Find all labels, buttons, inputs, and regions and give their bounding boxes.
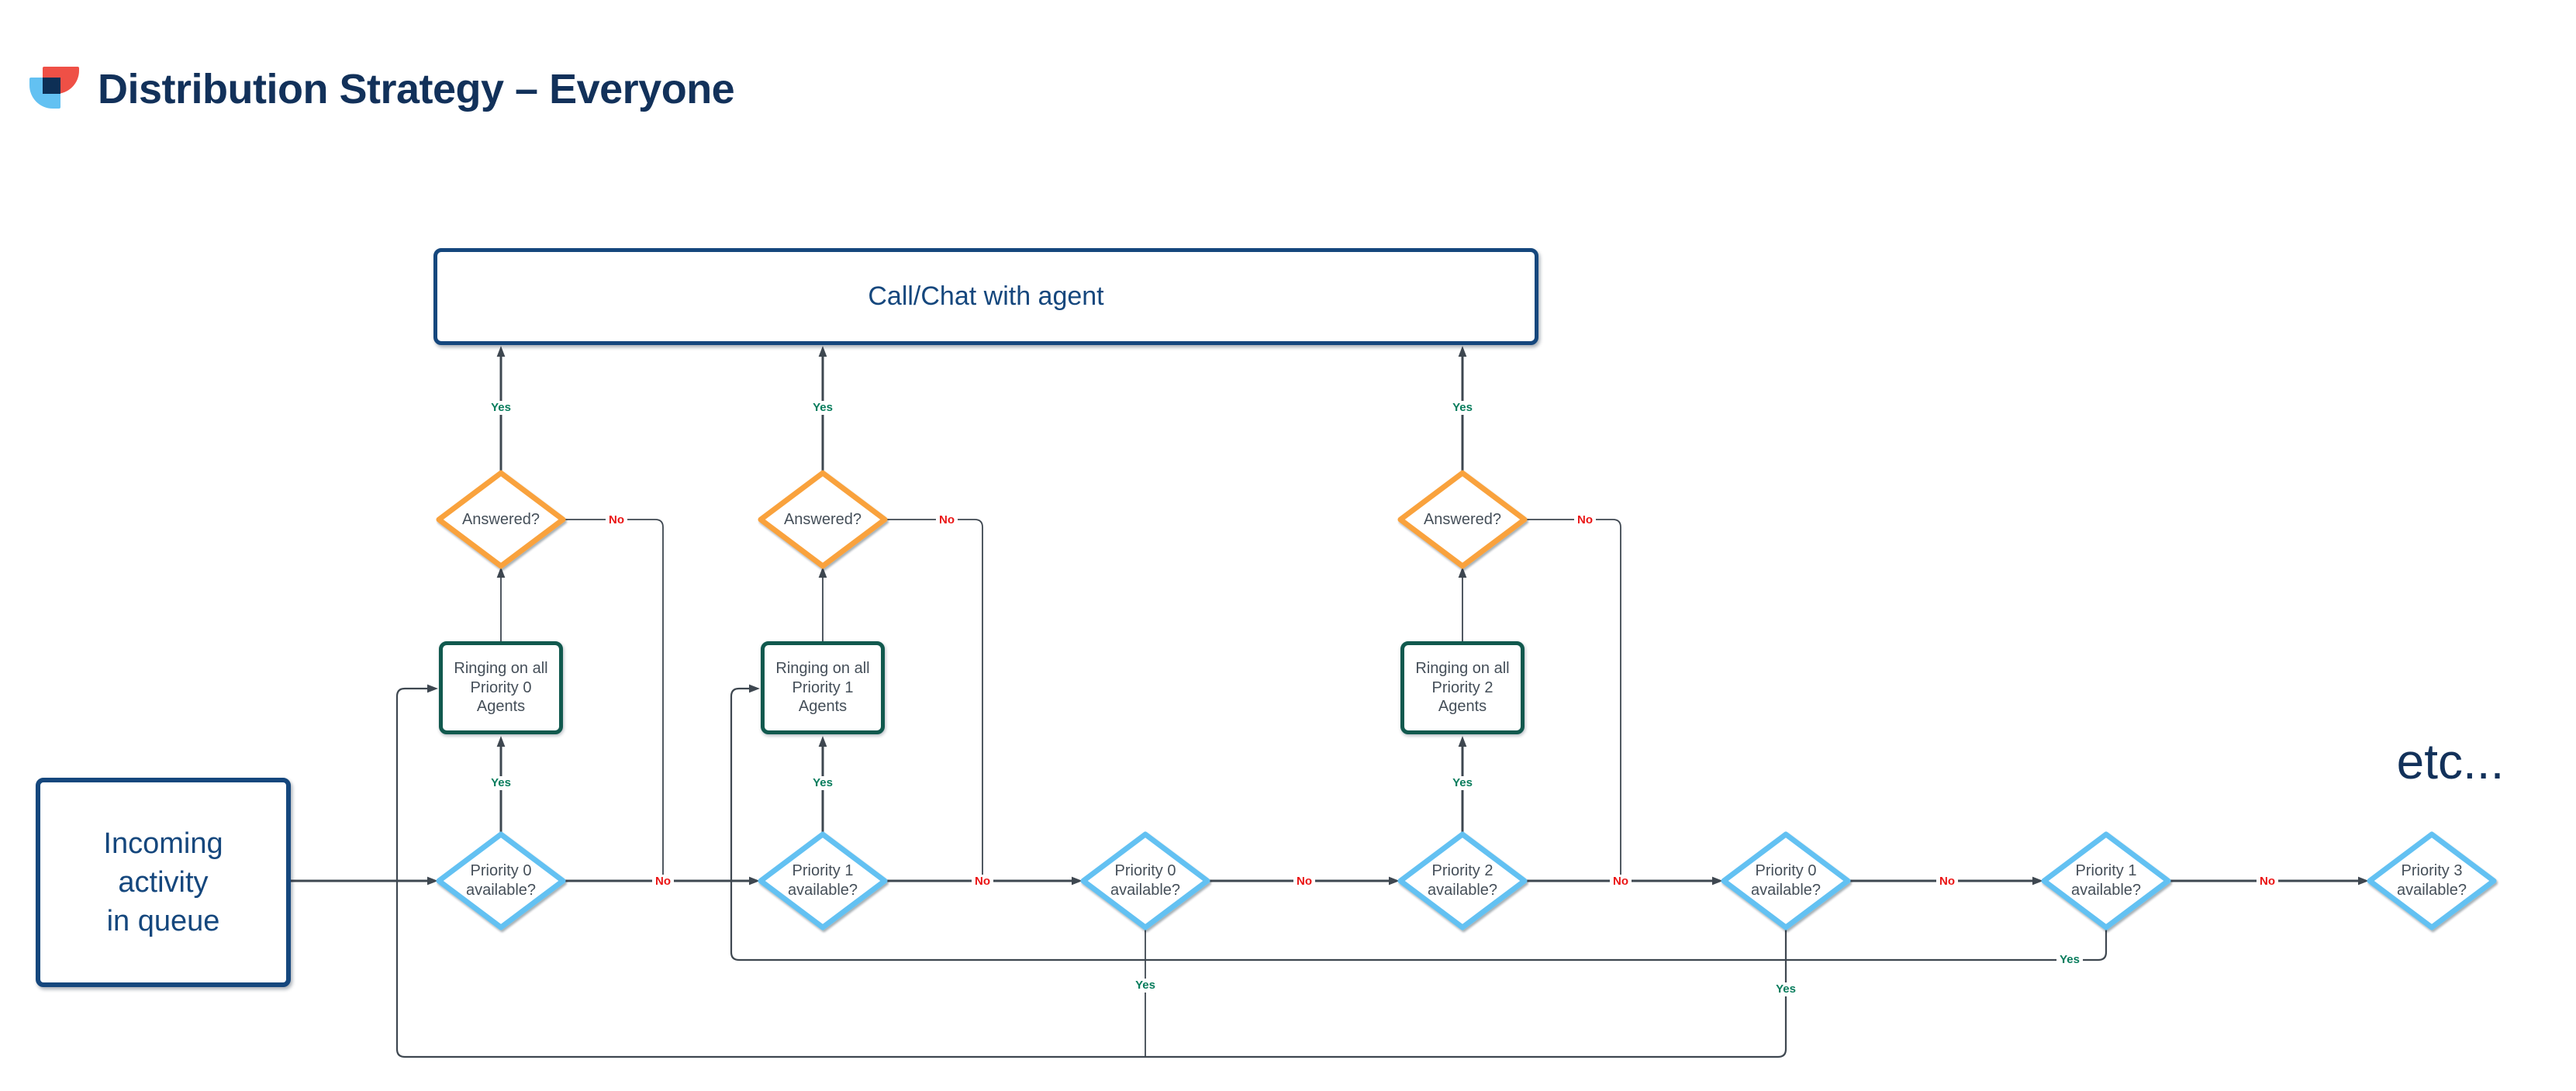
edge-label-yes-answered2: Yes — [810, 401, 836, 415]
edge-label-no-priority-f: No — [2257, 875, 2278, 889]
edge-label-yes-answered3: Yes — [1449, 401, 1476, 415]
edge-label-no-priority-b: No — [972, 875, 993, 889]
node-ringing-priority-0[interactable]: Ringing on all Priority 0 Agents — [439, 641, 563, 734]
decision-answered-2[interactable] — [758, 470, 888, 569]
node-label: Ringing on all Priority 1 Agents — [775, 660, 870, 716]
edge-label-no-priority-c: No — [1293, 875, 1315, 889]
decision-priority-1-available-1[interactable] — [758, 831, 888, 930]
node-incoming-activity[interactable]: Incoming activity in queue — [36, 778, 291, 987]
edge-label-yes-priority-a: Yes — [488, 776, 514, 790]
lucid-logo-icon[interactable] — [29, 67, 79, 110]
edge-label-no-answered3: No — [1574, 513, 1596, 527]
edge-label-no-priority-e: No — [1936, 875, 1958, 889]
edge-answered2-no-to-row[interactable] — [885, 519, 983, 879]
page-title: Distribution Strategy – Everyone — [98, 66, 735, 112]
decision-priority-0-available-2[interactable] — [1080, 831, 1210, 930]
node-label: Incoming activity in queue — [103, 827, 223, 938]
edge-priority-f-yes-loop-to-ring1[interactable] — [730, 684, 2108, 962]
edge-label-yes-priority-e: Yes — [1773, 982, 1799, 996]
node-ringing-priority-2[interactable]: Ringing on all Priority 2 Agents — [1400, 641, 1525, 734]
node-label: Ringing on all Priority 2 Agents — [1415, 660, 1510, 716]
edge-label-no-priority-a: No — [652, 875, 674, 889]
decision-priority-3-available[interactable] — [2367, 831, 2497, 930]
decision-answered-3[interactable] — [1397, 470, 1528, 569]
decision-priority-2-available[interactable] — [1397, 831, 1528, 930]
edge-label-yes-priority-f: Yes — [2056, 953, 2083, 967]
edge-label-no-priority-d: No — [1610, 875, 1632, 889]
decision-priority-1-available-2[interactable] — [2041, 831, 2171, 930]
node-ringing-priority-1[interactable]: Ringing on all Priority 1 Agents — [761, 641, 885, 734]
edge-answered3-no-to-row[interactable] — [1525, 519, 1621, 879]
decision-answered-1[interactable] — [436, 470, 566, 569]
decision-priority-0-available-3[interactable] — [1721, 831, 1851, 930]
node-label: Call/Chat with agent — [868, 281, 1104, 311]
edge-priority-e-yes-loop-to-ring0[interactable] — [395, 684, 1787, 1058]
edge-label-no-answered2: No — [936, 513, 958, 527]
decision-priority-0-available-1[interactable] — [436, 831, 566, 930]
edge-label-yes-answered1: Yes — [488, 401, 514, 415]
logo-navy-shape — [43, 78, 60, 94]
edge-label-yes-priority-d: Yes — [1449, 776, 1476, 790]
edge-label-yes-priority-c: Yes — [1132, 979, 1159, 993]
node-label: Ringing on all Priority 0 Agents — [454, 660, 548, 716]
etc-continuation-note: etc... — [2396, 734, 2505, 789]
edge-label-yes-priority-b: Yes — [810, 776, 836, 790]
edge-answered1-no-to-row[interactable] — [563, 519, 664, 879]
edge-label-no-answered1: No — [606, 513, 627, 527]
node-call-chat-with-agent[interactable]: Call/Chat with agent — [433, 248, 1538, 345]
